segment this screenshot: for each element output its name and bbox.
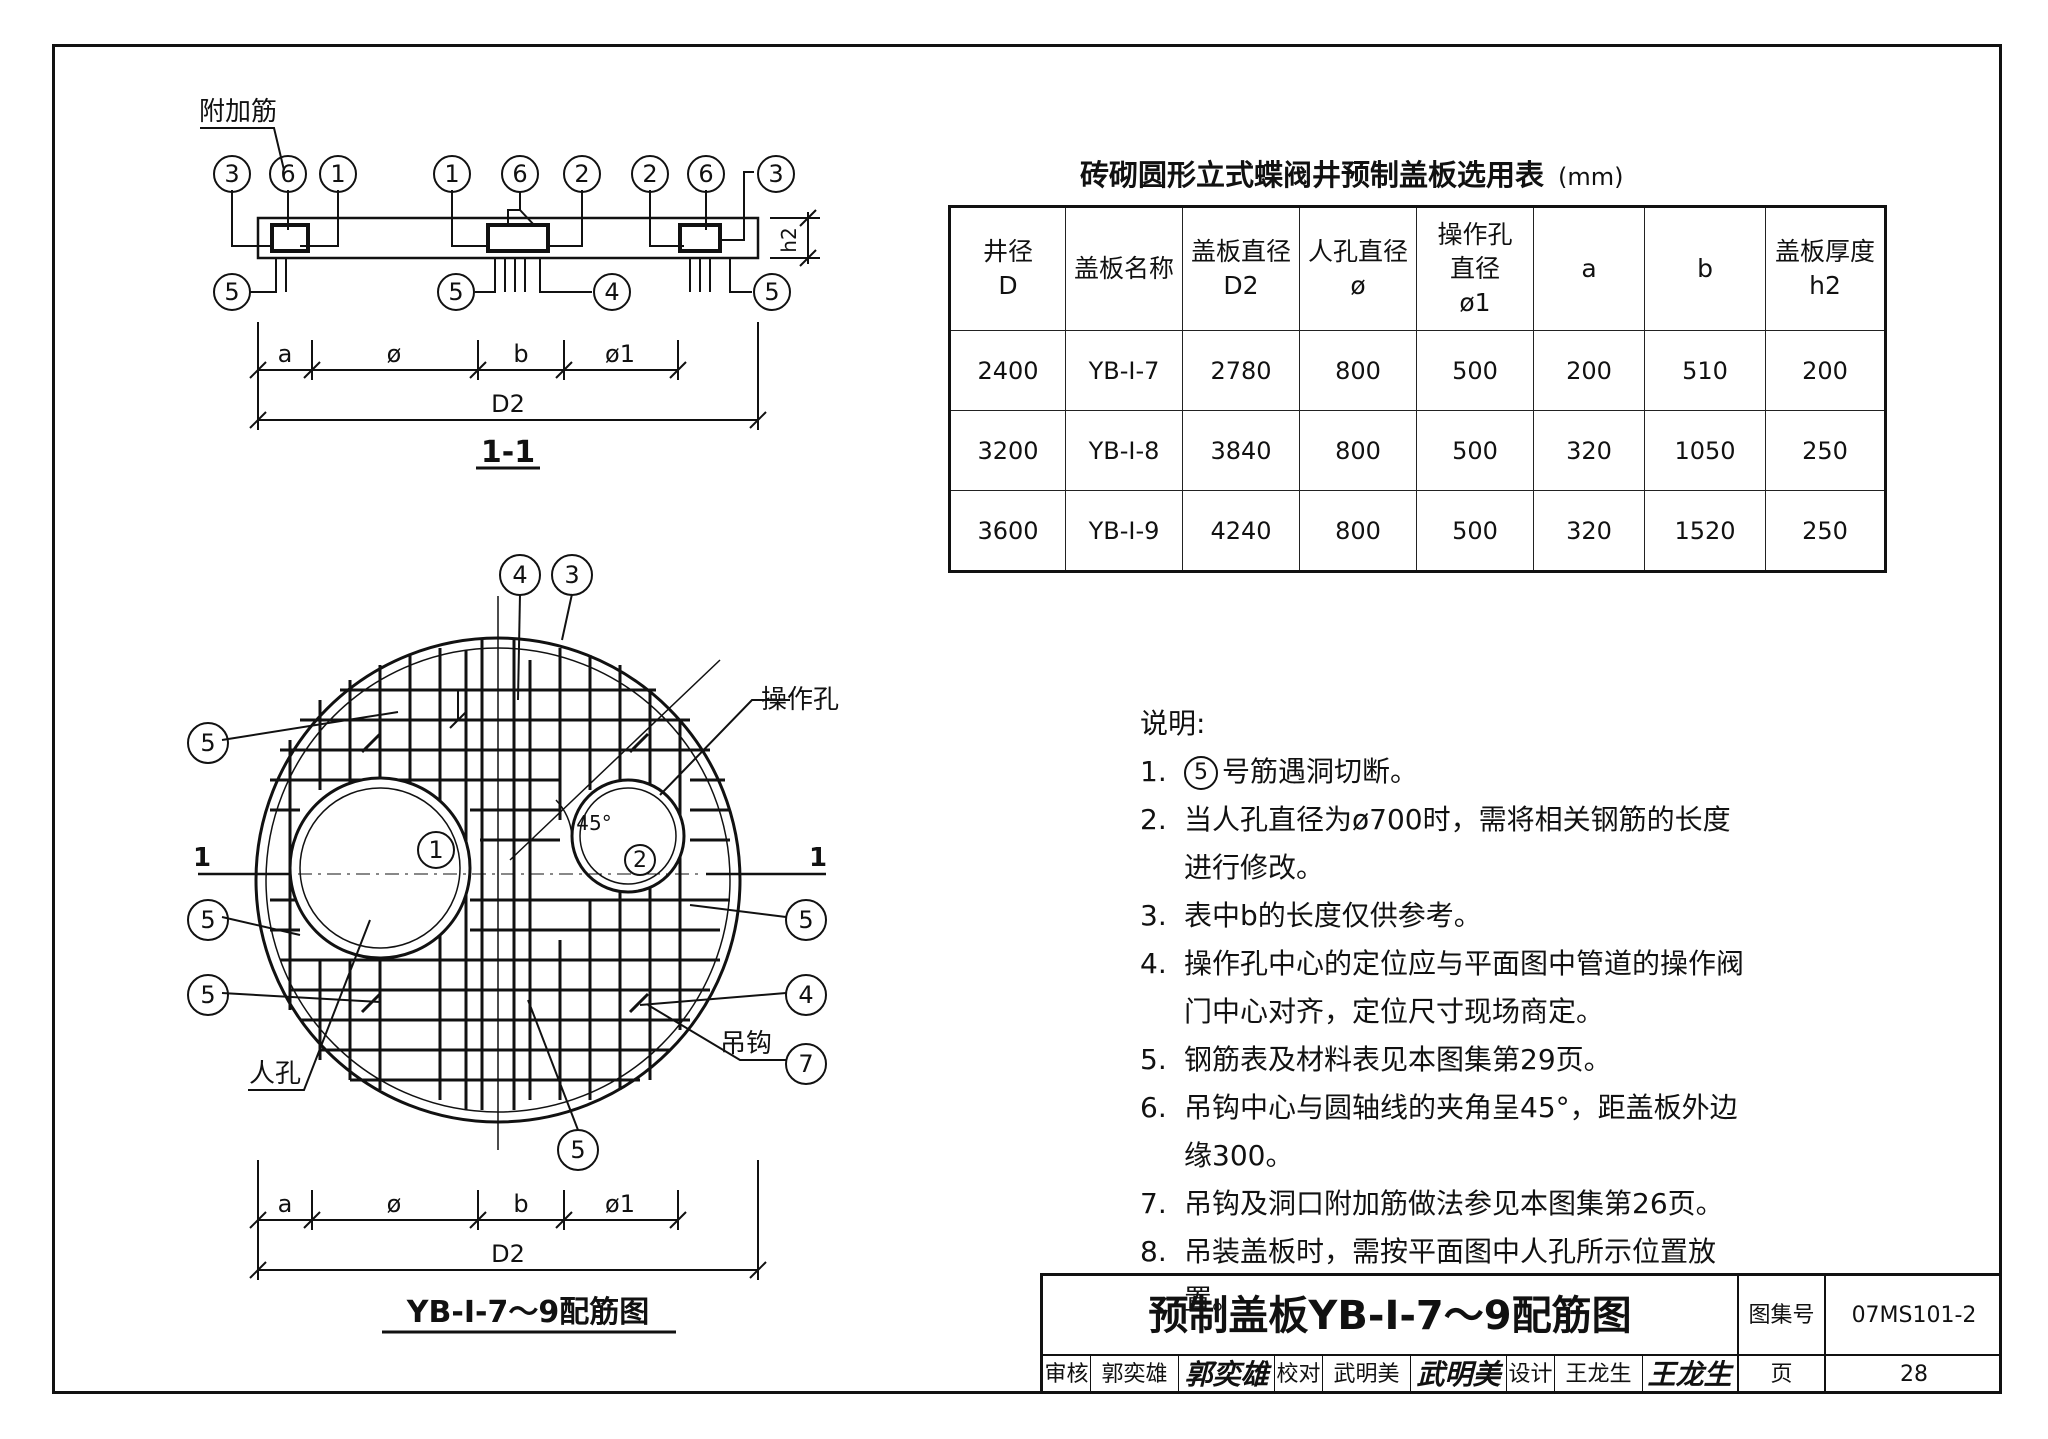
- table-unit: (mm): [1558, 163, 1624, 191]
- design-label: 设计: [1507, 1356, 1555, 1394]
- plan-left-callout-3: 5: [200, 981, 215, 1009]
- th-cover-name: 盖板名称: [1065, 206, 1183, 331]
- review-name: 郭奕雄: [1091, 1356, 1179, 1394]
- section-callout-4: 1: [444, 160, 459, 188]
- plan-right-callout-3: 7: [798, 1050, 813, 1078]
- note-item: 8.吊装盖板时，需按平面图中人孔所示位置放置。: [1140, 1235, 1717, 1316]
- plan-dimensions: [249, 1160, 767, 1334]
- table-title-text: 砖砌圆形立式蝶阀井预制盖板选用表: [1080, 158, 1545, 192]
- section-dim-d2: D2: [491, 390, 525, 418]
- drawing-title: 预制盖板YB-Ⅰ-7～9配筋图: [1043, 1276, 1739, 1356]
- page-label: 页: [1739, 1356, 1826, 1394]
- table-title: 砖砌圆形立式蝶阀井预制盖板选用表 (mm): [1080, 152, 1624, 194]
- diaogou-label: 吊钩: [720, 1029, 772, 1059]
- section-dim-a: a: [278, 340, 293, 368]
- check-signature: 武明美: [1411, 1356, 1507, 1394]
- section-callout-11: 5: [448, 278, 463, 306]
- note-item: 2.当人孔直径为ø700时，需将相关钢筋的长度进行修改。: [1140, 803, 1731, 884]
- plan-right-callout-2: 4: [798, 981, 813, 1009]
- plan-bottom-callout: 5: [570, 1136, 585, 1164]
- note-item: 6.吊钩中心与圆轴线的夹角呈45°，距盖板外边缘300。: [1140, 1091, 1738, 1172]
- note-item: 3.表中b的长度仅供参考。: [1140, 899, 1482, 932]
- cut-mark-right: 1: [809, 843, 827, 873]
- section-caption: 1-1: [481, 435, 535, 470]
- plan-right-callout-1: 5: [798, 906, 813, 934]
- review-label: 审核: [1043, 1356, 1091, 1394]
- plan-hole-right-callout: 2: [633, 848, 647, 873]
- section-dim-b: b: [513, 340, 528, 368]
- plan-dim-d2: D2: [491, 1240, 525, 1268]
- renkong-label: 人孔: [249, 1059, 301, 1089]
- review-signature: 郭奕雄: [1179, 1356, 1275, 1394]
- note-item: 5.钢筋表及材料表见本图集第29页。: [1140, 1043, 1612, 1076]
- section-callout-3: 1: [330, 160, 345, 188]
- fujiajin-label: 附加筋: [199, 97, 277, 127]
- section-1-1: [231, 171, 820, 470]
- check-name: 武明美: [1323, 1356, 1411, 1394]
- page-value: 28: [1900, 1362, 1928, 1387]
- title-block: 预制盖板YB-Ⅰ-7～9配筋图 图集号 07MS101-2 审核 郭奕雄 郭奕雄…: [1040, 1273, 2002, 1394]
- section-callout-5: 6: [512, 160, 527, 188]
- th-b: b: [1644, 206, 1766, 331]
- section-callout-2: 6: [280, 160, 295, 188]
- atlas-number-label: 图集号: [1739, 1276, 1826, 1356]
- plan-dim-phi: ø: [387, 1190, 402, 1218]
- caozuokong-label: 操作孔: [761, 685, 839, 715]
- angle-label: 45°: [576, 811, 611, 835]
- cut-mark-left: 1: [193, 843, 211, 873]
- section-callouts: [213, 155, 795, 311]
- section-callout-7: 2: [642, 160, 657, 188]
- note-circle-5: 5: [1184, 756, 1218, 790]
- section-callout-8: 6: [698, 160, 713, 188]
- plan-dim-b: b: [513, 1190, 528, 1218]
- plan-view: [198, 593, 826, 1150]
- section-callout-13: 5: [764, 278, 779, 306]
- section-callout-1: 3: [224, 160, 239, 188]
- atlas-number-value: 07MS101-2: [1826, 1276, 2002, 1356]
- plan-dim-phi1: ø1: [605, 1190, 635, 1218]
- note-item: 7.吊钩及洞口附加筋做法参见本图集第26页。: [1140, 1187, 1724, 1220]
- section-dim-phi: ø: [387, 340, 402, 368]
- section-callout-12: 4: [604, 278, 619, 306]
- plan-callout-4: 4: [512, 561, 527, 589]
- plan-left-callout-1: 5: [200, 729, 215, 757]
- signature-row: 审核 郭奕雄 郭奕雄 校对 武明美 武明美 设计 王龙生 王龙生: [1043, 1356, 1739, 1394]
- section-callout-10: 5: [224, 278, 239, 306]
- plan-callout-3: 3: [564, 561, 579, 589]
- plan-dim-a: a: [278, 1190, 293, 1218]
- design-name: 王龙生: [1555, 1356, 1643, 1394]
- note-item: 4.操作孔中心的定位应与平面图中管道的操作阀门中心对齐，定位尺寸现场商定。: [1140, 947, 1745, 1028]
- section-h2-label: h2: [777, 227, 801, 252]
- th-a: a: [1533, 206, 1645, 331]
- notes-title: 说明:: [1140, 707, 1206, 740]
- plan-left-callout-2: 5: [200, 906, 215, 934]
- plan-callouts: [187, 554, 827, 1171]
- plan-caption: YB-Ⅰ-7～9配筋图: [406, 1295, 649, 1330]
- section-callout-6: 2: [574, 160, 589, 188]
- plan-hole-left-callout: 1: [428, 836, 443, 864]
- drawing-frame: [52, 44, 2002, 1394]
- design-signature: 王龙生: [1647, 1358, 1732, 1391]
- section-dim-phi1: ø1: [605, 340, 635, 368]
- section-callout-9: 3: [768, 160, 783, 188]
- check-label: 校对: [1275, 1356, 1323, 1394]
